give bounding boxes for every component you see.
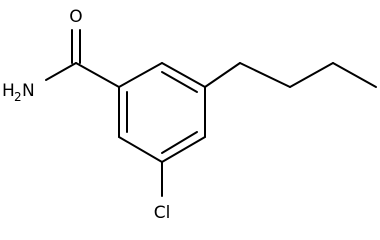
butyl-bond-2	[239, 62, 291, 88]
butyl-bond-3	[289, 62, 334, 88]
butyl-chain	[204, 62, 377, 88]
amide-h-label: H	[2, 81, 15, 101]
ring-double-bond-1	[161, 71, 198, 93]
amide-cn-bond	[45, 62, 77, 81]
chlorine-label: Cl	[154, 203, 171, 223]
butyl-bond-4	[332, 62, 377, 88]
amide-n-label: N	[22, 81, 35, 101]
chloro-group: Cl	[154, 161, 171, 223]
oxygen-label: O	[69, 7, 82, 27]
carbonyl-carbon-bond	[75, 62, 120, 88]
benzene-ring	[118, 62, 206, 163]
amide-group: O H 2 N	[2, 7, 120, 104]
structure-diagram: O H 2 N Cl	[2, 7, 377, 223]
ring-bond-6	[118, 62, 163, 88]
ring-bond-3	[161, 136, 206, 163]
ring-bond-1	[161, 62, 206, 88]
ring-double-bond-2	[161, 131, 198, 154]
ring-bond-4	[118, 136, 163, 163]
amide-h-subscript: 2	[14, 90, 22, 104]
butyl-bond-1	[204, 62, 241, 88]
